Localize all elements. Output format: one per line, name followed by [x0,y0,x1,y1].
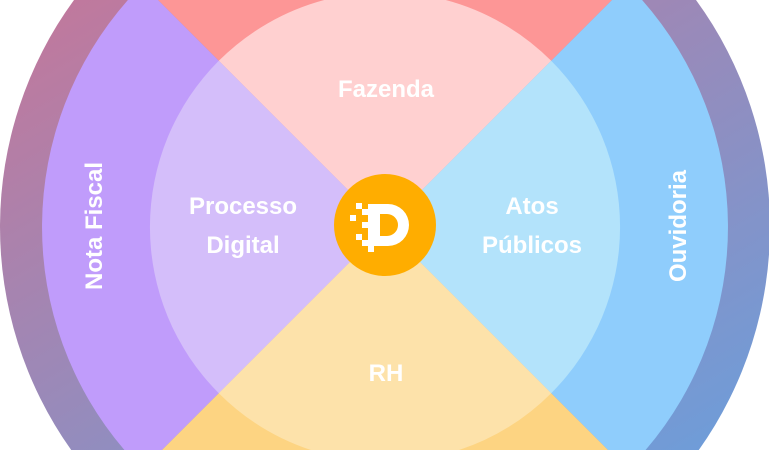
logo [334,174,436,276]
label-atos: Atos [505,193,558,220]
segment-processo-digital[interactable] [149,60,385,394]
logo-circle [334,174,436,276]
segment-atos-publicos[interactable] [385,60,621,394]
label-fazenda: Fazenda [338,76,435,103]
segment-fazenda[interactable] [218,0,552,227]
segment-rh[interactable] [218,227,552,450]
label-digital: Digital [206,232,279,259]
inner-circle [149,0,621,450]
label-nota-fiscal: Nota Fiscal [81,162,108,290]
label-publicos: Públicos [482,232,582,259]
label-rh: RH [369,360,404,387]
label-processo: Processo [189,193,297,220]
label-ouvidoria: Ouvidoria [665,169,692,282]
logo-d-icon [350,203,409,252]
